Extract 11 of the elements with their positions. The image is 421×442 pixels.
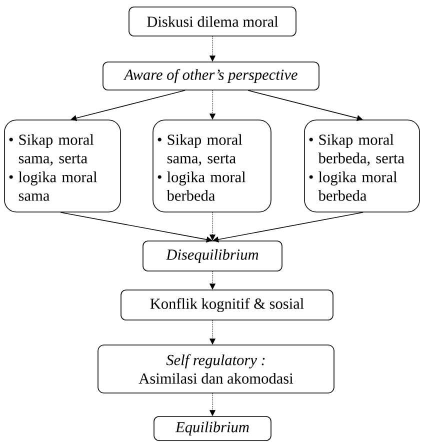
process-box: Diskusi dilema moral <box>128 6 296 36</box>
process-box: Self regulatory : Asimilasi dan akomodasi <box>98 344 334 394</box>
process-box: Disequilibrium <box>142 240 282 272</box>
process-box: Konflik kognitif & sosial <box>120 290 334 320</box>
list-box: Sikap moral sama, serta logika moral sama <box>4 120 121 212</box>
arrow <box>212 212 364 243</box>
list-box: Sikap moral sama, serta logika moral berbeda <box>152 120 272 212</box>
process-box: Aware of other’s perspective <box>102 62 320 90</box>
process-box: Equilibrium <box>154 416 272 441</box>
arrow <box>70 90 186 122</box>
list-box: Sikap moral berbeda, serta logika moral berbeda <box>304 120 420 212</box>
